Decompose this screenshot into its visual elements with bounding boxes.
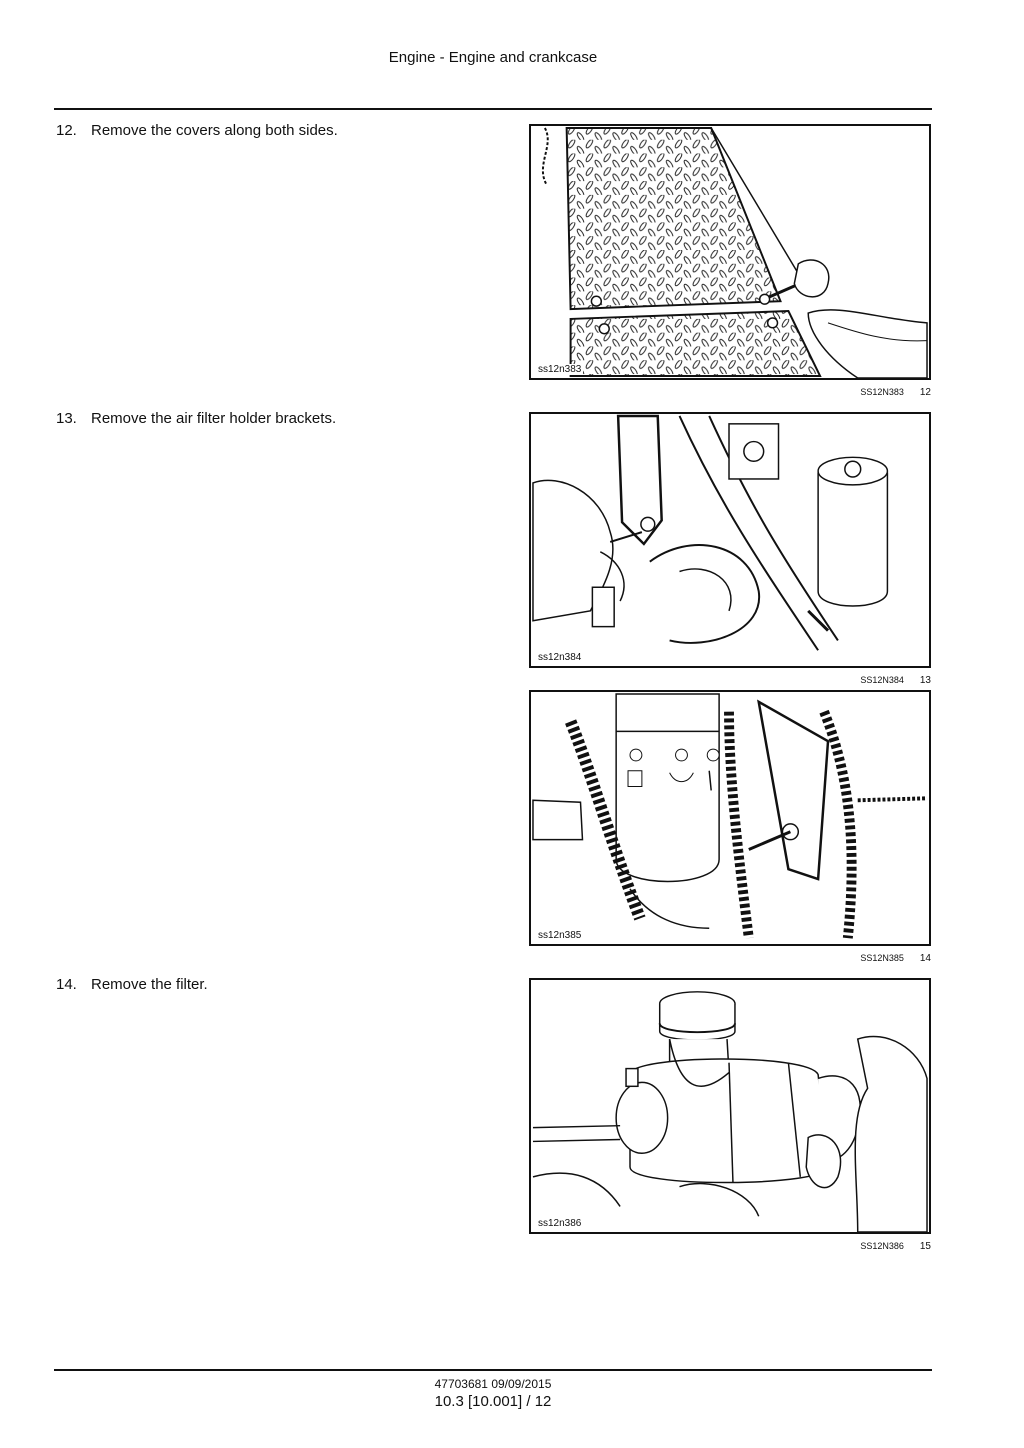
figure-filter-removal: ss12n386: [529, 978, 931, 1234]
bracket-removal-illustration: [532, 414, 889, 651]
step-number: 14.: [56, 976, 77, 993]
caption-number: 13: [919, 675, 931, 686]
figure-code: ss12n383: [536, 364, 584, 375]
figure-filter-housing: ss12n385: [529, 690, 931, 946]
step-13: 13. Remove the air filter holder brackets…: [56, 410, 336, 427]
caption-id: SS12N383: [860, 387, 904, 397]
figure-cover-panel: ss12n383: [529, 124, 931, 380]
caption-number: 14: [919, 953, 931, 964]
figure-caption-12: SS12N383 12: [529, 387, 931, 398]
caption-id: SS12N385: [860, 953, 904, 963]
step-text: Remove the air filter holder brackets.: [91, 410, 337, 427]
caption-number: 12: [919, 387, 931, 398]
cover-panel-illustration: [541, 126, 928, 378]
figure-code: ss12n386: [536, 1218, 584, 1229]
figure-bracket-removal: ss12n384: [529, 412, 931, 668]
step-12: 12. Remove the covers along both sides.: [56, 122, 338, 139]
header-divider: [54, 108, 932, 110]
filter-removal-illustration: [532, 991, 928, 1232]
step-number: 13.: [56, 410, 77, 427]
page-header-title: Engine - Engine and crankcase: [388, 49, 598, 66]
figure-caption-14: SS12N385 14: [529, 953, 931, 964]
figure-caption-15: SS12N386 15: [529, 1241, 931, 1252]
footer-document-reference: 47703681 09/09/2015: [434, 1377, 552, 1391]
caption-number: 15: [919, 1241, 931, 1252]
step-text: Remove the filter.: [91, 976, 208, 993]
figure-code: ss12n385: [536, 930, 584, 941]
figure-caption-13: SS12N384 13: [529, 675, 931, 686]
step-text: Remove the covers along both sides.: [91, 122, 338, 139]
caption-id: SS12N384: [860, 675, 904, 685]
step-14: 14. Remove the filter.: [56, 976, 208, 993]
caption-id: SS12N386: [860, 1241, 904, 1251]
footer-page-reference: 10.3 [10.001] / 12: [434, 1393, 552, 1410]
filter-housing-illustration: [532, 693, 928, 939]
figure-code: ss12n384: [536, 652, 584, 663]
step-number: 12.: [56, 122, 77, 139]
footer-divider: [54, 1369, 932, 1371]
